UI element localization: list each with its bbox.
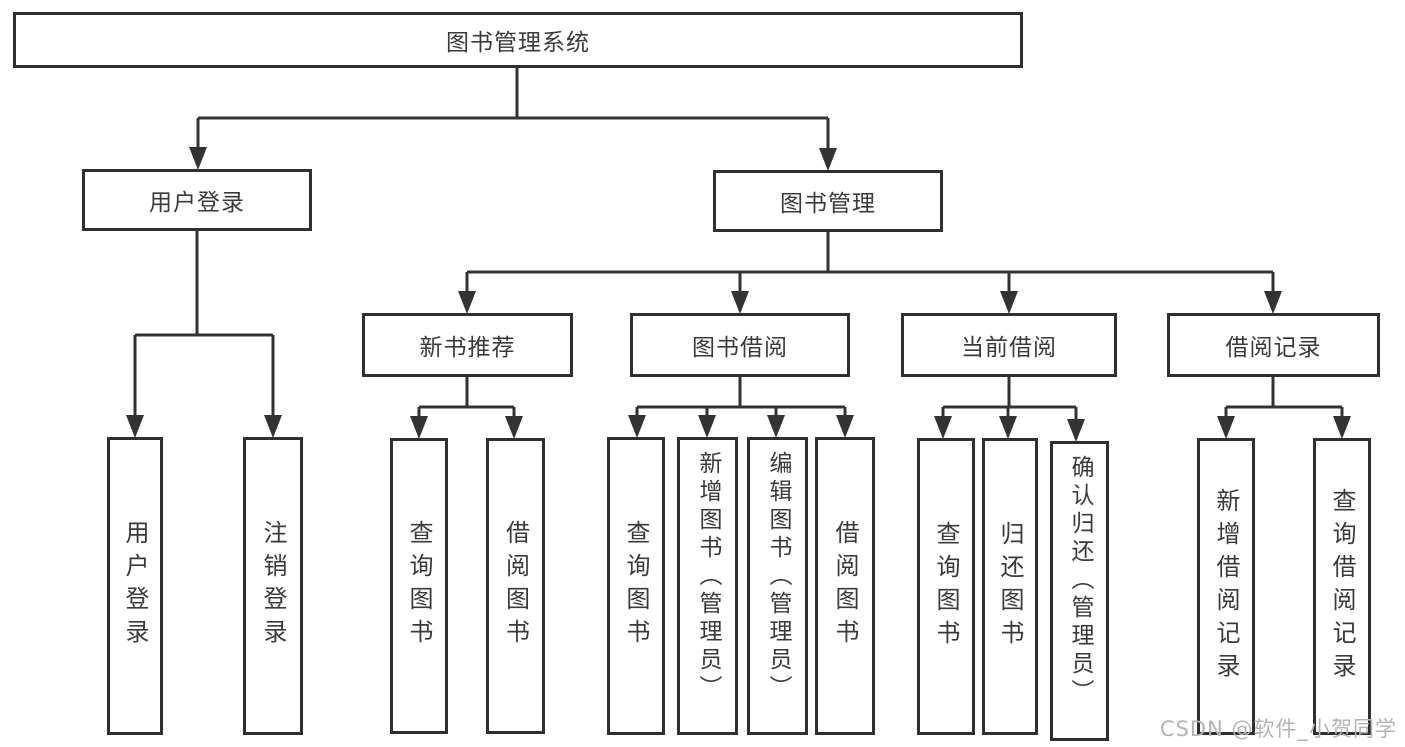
node-label: 图书管理 (780, 191, 876, 217)
node-label: 图书借阅 (692, 335, 788, 361)
leaf-query-borrow-record: 查询借阅记录 (1313, 438, 1371, 735)
node-book-management: 图书管理 (713, 170, 943, 232)
leaf-label: 借阅图书 (501, 520, 530, 652)
node-library-management-system: 图书管理系统 (13, 12, 1023, 68)
leaf-label: 借阅图书 (831, 520, 859, 652)
leaf-borrow-books: 借阅图书 (815, 437, 875, 735)
arrowhead-icon (767, 415, 785, 438)
leaf-user-login: 用户登录 (107, 437, 163, 735)
leaf-confirm-return-admin: 确认归还（管理员） (1050, 441, 1109, 741)
leaf-label: 归还图书 (996, 520, 1024, 653)
leaf-label: 新增图书（管理员） (695, 451, 721, 703)
arrowhead-icon (1264, 291, 1282, 314)
arrowhead-icon (410, 416, 428, 439)
leaf-label: 查询借阅记录 (1328, 487, 1356, 686)
arrowhead-icon (1333, 416, 1351, 439)
leaf-label: 新增借阅记录 (1212, 487, 1240, 686)
leaf-label: 编辑图书（管理员） (765, 451, 791, 703)
leaf-label: 用户登录 (121, 520, 149, 652)
arrowhead-icon (1000, 291, 1018, 314)
node-label: 借阅记录 (1225, 335, 1322, 361)
leaf-logout: 注销登录 (243, 437, 303, 735)
leaf-label: 查询图书 (622, 520, 650, 652)
arrowhead-icon (698, 415, 716, 438)
arrowhead-icon (628, 415, 646, 438)
leaf-label: 查询图书 (405, 520, 433, 652)
node-current-borrowing: 当前借阅 (901, 313, 1117, 377)
arrowhead-icon (934, 416, 952, 439)
node-label: 新书推荐 (419, 335, 516, 361)
node-borrowing-records: 借阅记录 (1167, 313, 1380, 377)
leaf-return-books: 归还图书 (982, 438, 1038, 735)
leaf-label: 注销登录 (259, 520, 287, 652)
leaf-borrow-books-recommend: 借阅图书 (486, 438, 545, 734)
arrowhead-icon (819, 148, 837, 171)
leaf-query-books-borrow: 查询图书 (607, 437, 665, 735)
arrowhead-icon (505, 416, 523, 439)
arrowhead-icon (458, 291, 476, 314)
node-user-login: 用户登录 (82, 169, 312, 231)
node-book-borrowing: 图书借阅 (630, 313, 850, 377)
arrowhead-icon (189, 147, 207, 170)
arrowhead-icon (1067, 419, 1085, 442)
arrowhead-icon (126, 415, 144, 438)
node-label: 图书管理系统 (446, 30, 590, 56)
leaf-edit-books-admin: 编辑图书（管理员） (747, 437, 808, 735)
csdn-watermark: CSDN @软件_小贺同学 (1159, 717, 1397, 741)
arrowhead-icon (731, 291, 749, 314)
arrowhead-icon (999, 416, 1017, 439)
leaf-label: 查询图书 (932, 520, 960, 653)
node-new-book-recommendation: 新书推荐 (362, 313, 573, 377)
leaf-query-books-current: 查询图书 (917, 438, 975, 735)
node-label: 当前借阅 (961, 335, 1057, 361)
arrowhead-icon (836, 415, 854, 438)
arrowhead-icon (1217, 416, 1235, 439)
leaf-query-books-recommend: 查询图书 (390, 438, 448, 734)
node-label: 用户登录 (149, 190, 245, 216)
arrowhead-icon (264, 415, 282, 438)
leaf-add-borrow-record: 新增借阅记录 (1197, 438, 1255, 735)
leaf-label: 确认归还（管理员） (1067, 455, 1093, 707)
leaf-add-books-admin: 新增图书（管理员） (677, 437, 738, 735)
